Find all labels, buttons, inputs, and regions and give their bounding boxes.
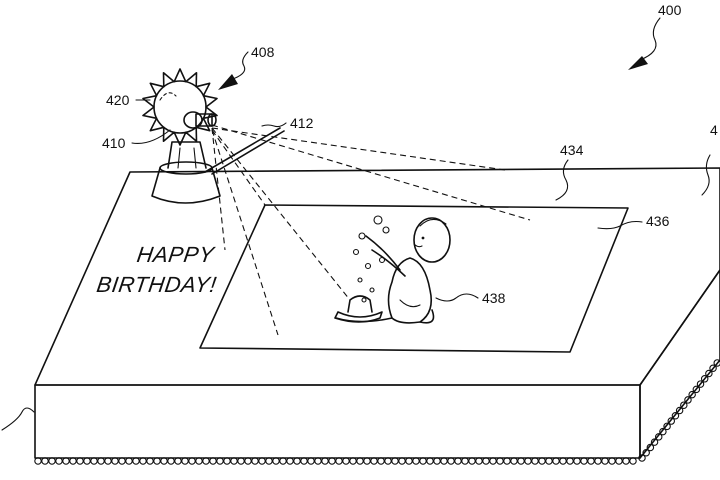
projected-character (334, 215, 451, 324)
leader-lines (1, 17, 711, 431)
label-408: 408 (251, 44, 275, 60)
projector-neck (167, 141, 207, 169)
label-cut-right: 4 (710, 122, 718, 138)
cake-bead-trim-front (34, 457, 637, 465)
cake (34, 167, 720, 465)
projected-image-area (199, 204, 629, 353)
projector-assembly (142, 68, 285, 204)
label-420: 420 (106, 92, 130, 108)
reference-labels: 400 408 420 410 412 434 436 438 4 (102, 2, 718, 306)
bubbles (352, 215, 390, 303)
inscription-line-1: HAPPY (135, 242, 217, 267)
cake-front-face (34, 384, 641, 459)
projector-base (151, 167, 221, 204)
cake-bead-trim-side (638, 359, 720, 462)
label-412: 412 (290, 115, 314, 131)
inscription-line-2: BIRTHDAY! (95, 272, 218, 297)
sun-body (153, 80, 207, 134)
label-434: 434 (560, 142, 584, 158)
label-410: 410 (102, 135, 126, 151)
cake-inscription: HAPPY BIRTHDAY! (95, 242, 218, 297)
projector-lens (183, 111, 217, 129)
label-400: 400 (658, 2, 682, 18)
cake-right-face (639, 269, 720, 459)
label-436: 436 (646, 213, 670, 229)
label-438: 438 (482, 290, 506, 306)
